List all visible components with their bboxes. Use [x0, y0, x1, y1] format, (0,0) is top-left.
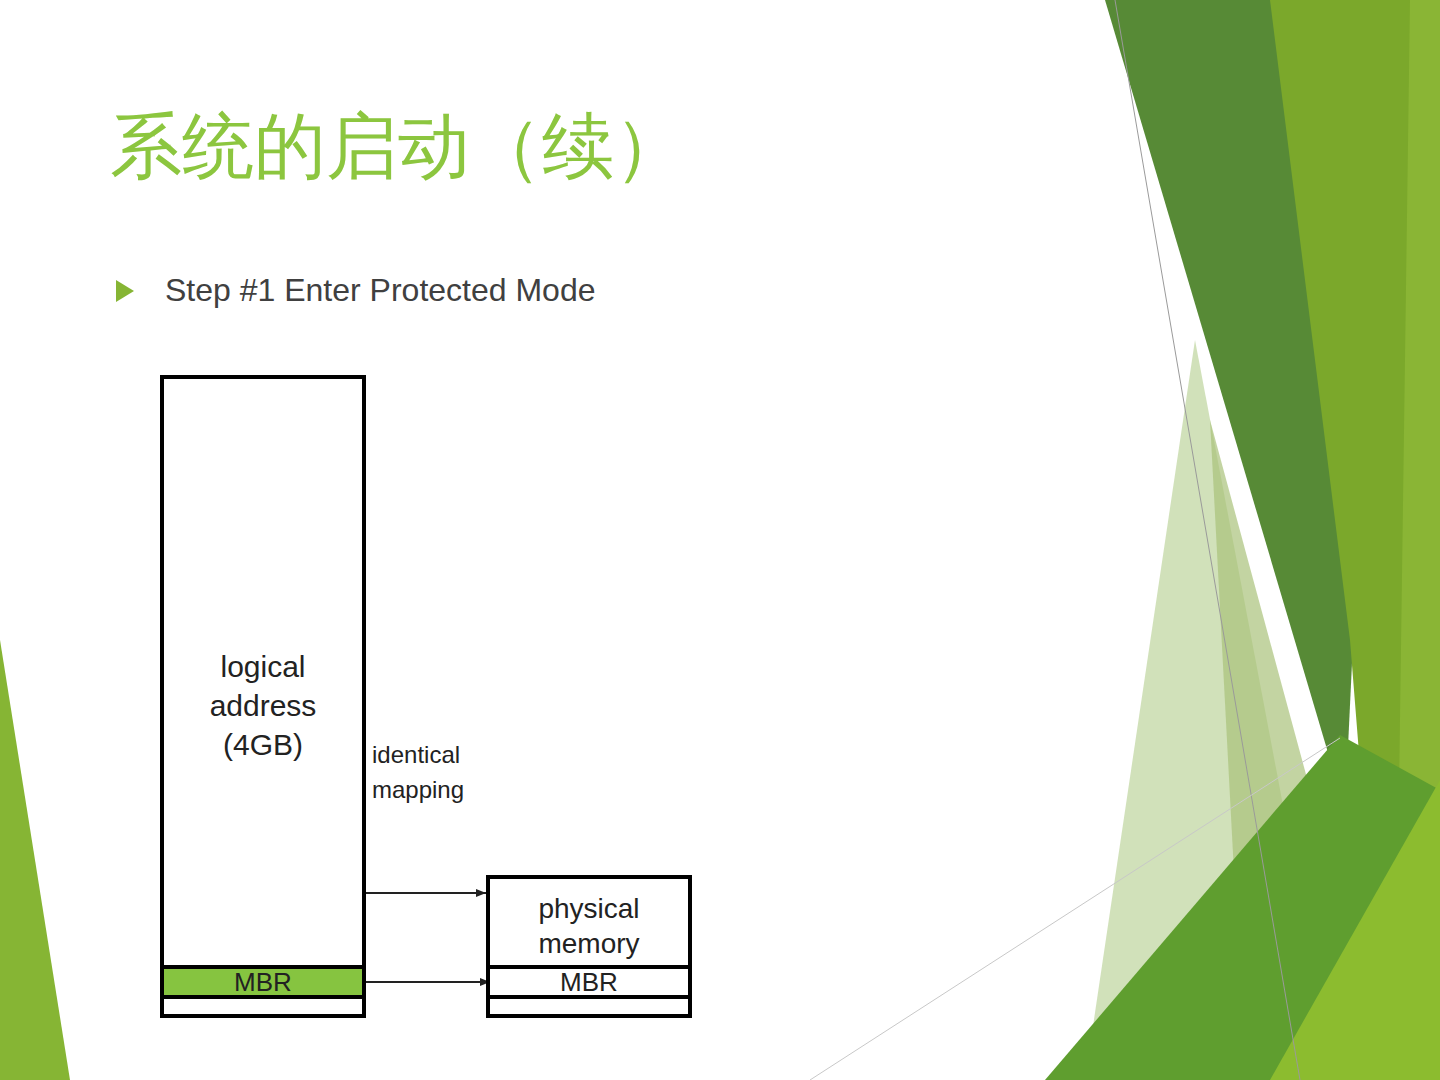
edge-label: identical mapping	[372, 738, 484, 808]
left-green-wedge	[0, 640, 70, 1080]
bottom-green-triangle	[1045, 735, 1440, 1080]
box-label: logical address (4GB)	[198, 647, 328, 764]
mbr-band: MBR	[164, 965, 362, 999]
mbr-band: MBR	[490, 965, 688, 999]
region-label: MBR	[168, 969, 358, 995]
bullet-triangle	[116, 280, 134, 302]
bottom-light-triangle	[1270, 780, 1440, 1080]
slide-title: 系统的启动（续）	[110, 103, 686, 189]
memory-space-box: physical memoryMBR	[486, 875, 692, 1018]
bullet-text: Step #1 Enter Protected Mode	[165, 272, 595, 309]
thin-line	[1115, 0, 1300, 1080]
mapping-arrow	[362, 981, 490, 983]
mapping-arrow	[366, 892, 486, 894]
thin-line	[810, 738, 1340, 1080]
box-label: physical memory	[514, 891, 664, 961]
region-label: MBR	[494, 969, 684, 995]
memory-space-box: logical address (4GB) MBR	[160, 375, 366, 1018]
